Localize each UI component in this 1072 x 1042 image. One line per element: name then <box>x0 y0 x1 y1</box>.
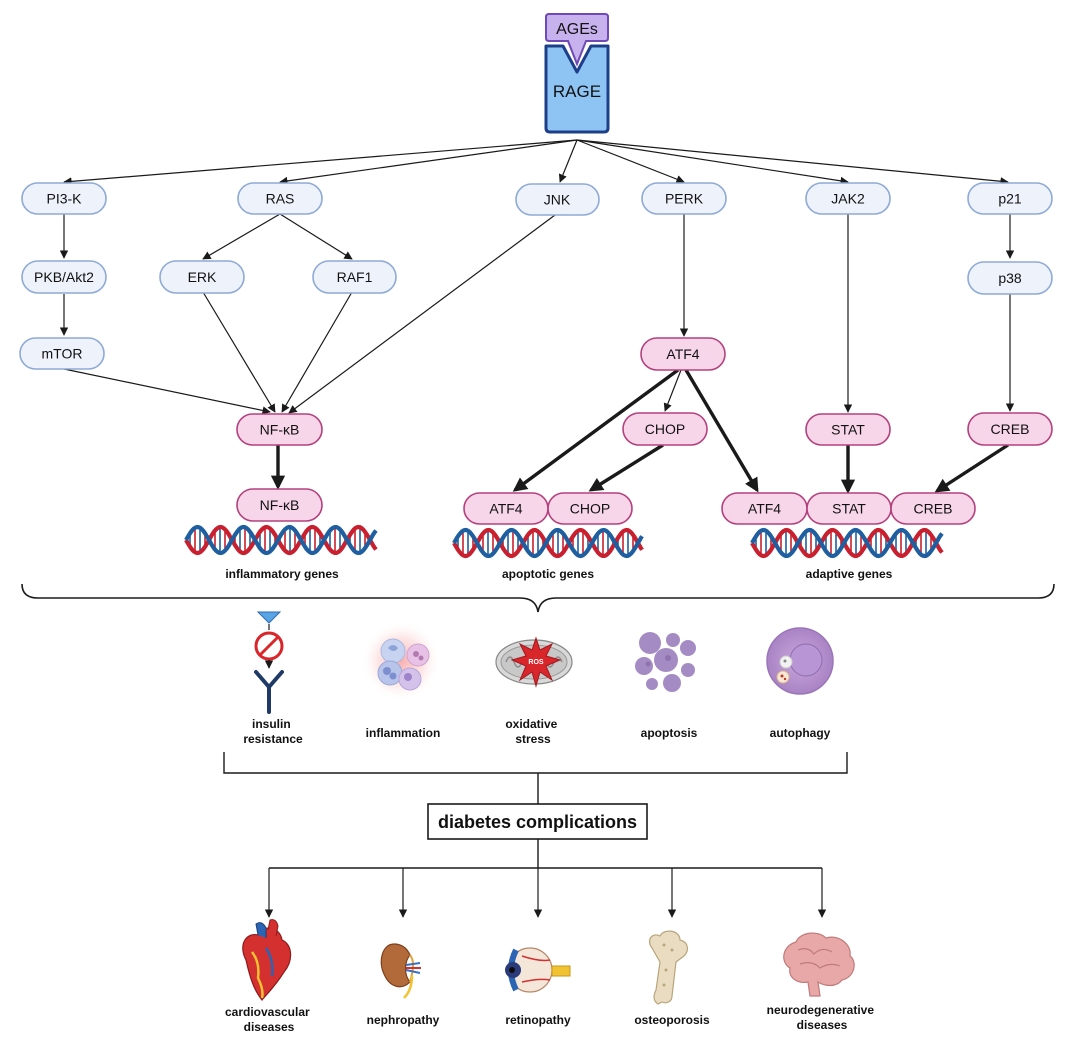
brain-icon <box>783 932 855 997</box>
svg-text:ATF4: ATF4 <box>748 501 781 517</box>
label-neurodegenerative-diseases: neurodegenerative diseases <box>767 1003 878 1032</box>
thick-arrows <box>270 368 1009 494</box>
node-stat-adaptive: STAT <box>806 492 892 525</box>
label-autophagy: autophagy <box>770 726 831 740</box>
label-inflammatory-genes: inflammatory genes <box>225 567 339 581</box>
ros-label: ROS <box>528 659 544 666</box>
eye-icon <box>505 947 571 993</box>
svg-text:NF-κB: NF-κB <box>260 422 300 438</box>
svg-text:RAS: RAS <box>266 191 295 207</box>
svg-text:JNK: JNK <box>544 192 571 208</box>
node-mtor: mTOR <box>19 337 105 370</box>
node-atf4-apoptotic: ATF4 <box>463 492 549 525</box>
node-creb: CREB <box>967 412 1053 446</box>
diabetes-complications-label: diabetes complications <box>438 812 637 832</box>
svg-text:NF-κB: NF-κB <box>260 497 300 513</box>
svg-text:p21: p21 <box>998 191 1022 207</box>
node-creb-adaptive: CREB <box>890 492 976 525</box>
svg-text:mTOR: mTOR <box>42 346 83 362</box>
svg-text:JAK2: JAK2 <box>831 191 865 207</box>
node-stat: STAT <box>805 413 891 446</box>
ages-ligand: AGEs <box>545 13 609 67</box>
label-inflammation: inflammation <box>366 726 441 740</box>
svg-text:ATF4: ATF4 <box>666 346 699 362</box>
apoptosis-icon <box>635 632 696 692</box>
label-cardiovascular-diseases: cardiovascular diseases <box>225 1005 313 1034</box>
dna-strand-blue <box>452 527 644 559</box>
label-adaptive-genes: adaptive genes <box>806 567 893 581</box>
label-oxidative-stress: oxidative stress <box>505 717 560 746</box>
dna-apoptotic-icon <box>452 527 644 559</box>
svg-text:CREB: CREB <box>914 501 953 517</box>
dna-strand-blue <box>750 527 944 559</box>
dna-strand-red <box>750 527 944 559</box>
node-chop: CHOP <box>622 412 708 446</box>
pathway-arrows <box>59 213 1015 415</box>
node-raf1: RAF1 <box>312 260 397 294</box>
node-perk: PERK <box>641 182 727 215</box>
heart-icon <box>242 919 292 1001</box>
rage-receptor: RAGE <box>544 44 610 134</box>
ages-label: AGEs <box>556 21 598 38</box>
svg-text:CREB: CREB <box>991 421 1030 437</box>
node-ras: RAS <box>237 182 323 215</box>
node-nfkb: NF-κB <box>236 413 323 446</box>
dna-inflammatory-icon <box>184 524 378 556</box>
dna-strand-red <box>184 524 378 556</box>
label-retinopathy: retinopathy <box>505 1013 571 1027</box>
oxidative-stress-icon: ROS <box>495 636 573 688</box>
label-nephropathy: nephropathy <box>367 1013 440 1027</box>
dna-strand-blue <box>184 524 378 556</box>
svg-text:CHOP: CHOP <box>570 501 610 517</box>
svg-text:ERK: ERK <box>188 269 217 285</box>
kidney-icon <box>380 943 421 999</box>
rage-arrows <box>63 139 1009 186</box>
svg-text:RAF1: RAF1 <box>337 269 373 285</box>
node-erk: ERK <box>159 260 245 294</box>
node-nfkb-gene: NF-κB <box>236 488 323 522</box>
node-p21: p21 <box>967 182 1053 215</box>
svg-text:CHOP: CHOP <box>645 421 685 437</box>
node-atf4: ATF4 <box>640 337 726 371</box>
svg-text:STAT: STAT <box>831 422 865 438</box>
node-jak2: JAK2 <box>805 182 891 215</box>
dna-strand-red <box>452 527 644 559</box>
inflammation-icon <box>361 621 441 701</box>
autophagy-icon <box>766 627 834 695</box>
svg-text:ATF4: ATF4 <box>489 501 522 517</box>
node-p38: p38 <box>967 261 1053 295</box>
node-pkb-akt2: PKB/Akt2 <box>21 260 107 294</box>
svg-text:STAT: STAT <box>832 501 866 517</box>
diabetes-complications-box: diabetes complications <box>427 803 648 840</box>
node-chop-apoptotic: CHOP <box>547 492 633 525</box>
label-apoptosis: apoptosis <box>641 726 698 740</box>
outcome-arrows <box>264 839 827 918</box>
insulin-resistance-icon <box>254 611 284 714</box>
label-apoptotic-genes: apoptotic genes <box>502 567 594 581</box>
svg-text:PI3-K: PI3-K <box>46 191 82 207</box>
rage-label: RAGE <box>553 82 601 101</box>
node-atf4-adaptive: ATF4 <box>721 492 808 525</box>
effects-bracket <box>223 752 848 804</box>
label-osteoporosis: osteoporosis <box>634 1013 710 1027</box>
svg-text:PKB/Akt2: PKB/Akt2 <box>34 269 94 285</box>
svg-text:PERK: PERK <box>665 191 704 207</box>
label-insulin-resistance: insulin resistance <box>243 717 303 746</box>
bone-icon <box>648 930 689 1005</box>
svg-text:p38: p38 <box>998 270 1022 286</box>
node-jnk: JNK <box>515 183 600 216</box>
node-pi3k: PI3-K <box>21 182 107 215</box>
curly-brace <box>21 583 1055 613</box>
dna-adaptive-icon <box>750 527 944 559</box>
